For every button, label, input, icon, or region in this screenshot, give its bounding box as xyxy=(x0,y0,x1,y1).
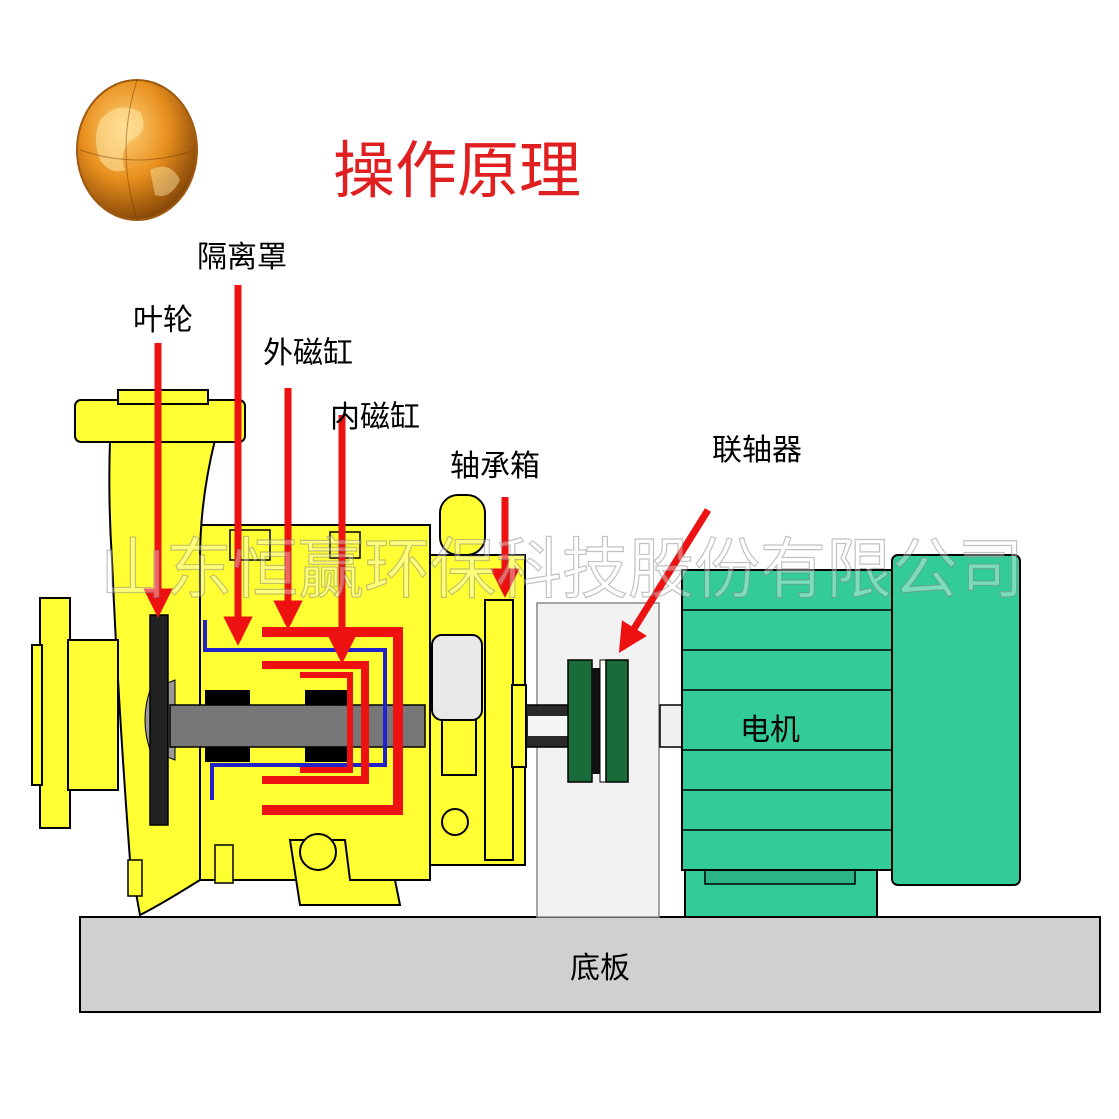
label-outer-magnet: 外磁缸 xyxy=(263,336,353,371)
company-watermark: 山东恒赢环保科技股份有限公司 xyxy=(100,531,1024,608)
label-coupling: 联轴器 xyxy=(712,433,802,468)
arrow-coupling xyxy=(618,508,711,653)
base-plate: 底板 xyxy=(79,916,1101,1013)
label-impeller: 叶轮 xyxy=(133,303,193,338)
base-plate-label: 底板 xyxy=(570,951,630,986)
label-inner-magnet: 内磁缸 xyxy=(330,400,420,435)
label-bearing-box: 轴承箱 xyxy=(450,449,540,484)
annotation-arrows xyxy=(143,285,711,664)
label-isolation-cover: 隔离罩 xyxy=(197,240,287,275)
coupling xyxy=(567,659,629,783)
motor: 电机 xyxy=(659,554,1021,918)
motor-label: 电机 xyxy=(740,713,800,748)
globe-icon xyxy=(76,79,198,221)
diagram-title: 操作原理 xyxy=(333,134,581,207)
